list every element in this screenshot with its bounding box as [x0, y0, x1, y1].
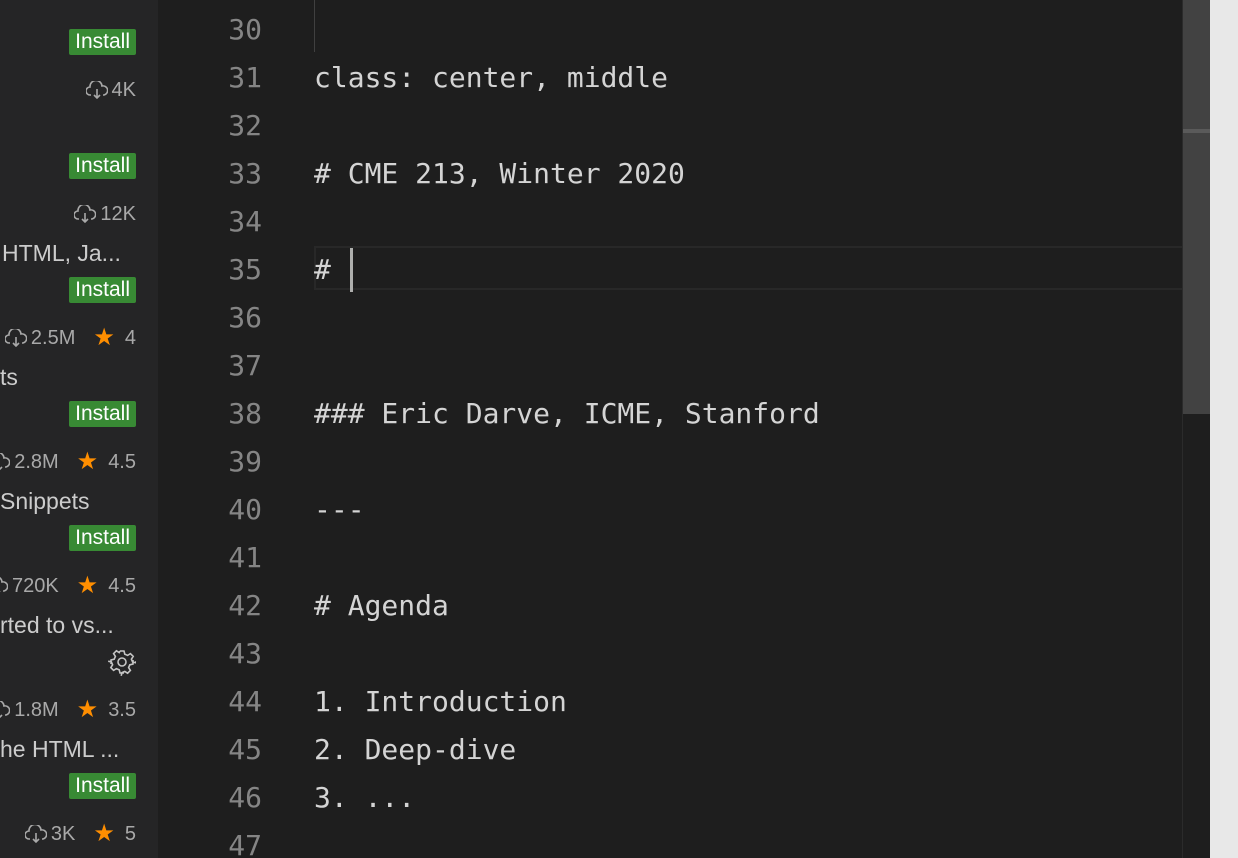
download-count: 12K	[100, 202, 136, 225]
current-line-highlight	[314, 246, 1208, 290]
install-button[interactable]: Install	[69, 29, 136, 55]
extension-item-6-stats: 3K ★ 5	[24, 820, 136, 847]
line-number: 39	[228, 445, 262, 478]
line-number: 42	[228, 589, 262, 622]
code-line[interactable]: 3. ...	[314, 781, 416, 814]
cloud-download-icon	[85, 81, 108, 99]
line-number: 34	[228, 205, 262, 238]
cloud-download-icon	[24, 825, 47, 843]
rating-value: 5	[124, 822, 136, 845]
extension-item-6-description: he HTML ...	[0, 736, 120, 762]
download-count: 3K	[50, 822, 76, 845]
code-line-active[interactable]: #	[314, 253, 348, 286]
gear-icon[interactable]	[108, 648, 136, 676]
cloud-download-icon	[4, 329, 27, 347]
scrollbar-thumb[interactable]	[1183, 0, 1210, 414]
cloud-download-icon	[0, 577, 8, 593]
download-count: 4K	[111, 78, 136, 101]
cloud-download-icon	[74, 205, 97, 223]
code-line[interactable]: ### Eric Darve, ICME, Stanford	[314, 397, 820, 430]
extension-item-3-actions: Install	[69, 401, 136, 427]
download-count: 1.8M	[14, 698, 59, 721]
extension-item-1-actions: Install	[69, 153, 136, 179]
install-button[interactable]: Install	[69, 525, 136, 551]
line-number: 37	[228, 349, 262, 382]
cloud-download-icon	[0, 453, 11, 471]
line-number: 31	[228, 61, 262, 94]
install-button[interactable]: Install	[69, 773, 136, 799]
text-cursor	[350, 248, 353, 292]
star-icon: ★	[93, 324, 115, 351]
code-line[interactable]: 1. Introduction	[314, 685, 567, 718]
line-number: 30	[228, 13, 262, 46]
line-number: 33	[228, 157, 262, 190]
code-line[interactable]: class: center, middle	[314, 61, 669, 94]
install-button[interactable]: Install	[69, 277, 136, 303]
extension-item-4-stats: 720K ★ 4.5	[0, 573, 136, 599]
extension-item-1-stats: 12K	[74, 201, 136, 227]
install-button[interactable]: Install	[69, 153, 136, 179]
extension-item-6-actions: Install	[69, 773, 136, 799]
line-number: 41	[228, 541, 262, 574]
code-editor[interactable]: 30 31 32 33 34 35 36 37 38 39 40 41 42 4…	[158, 0, 1208, 858]
extension-item-5-description: rted to vs...	[0, 612, 114, 638]
install-button[interactable]: Install	[69, 401, 136, 427]
download-count: 2.8M	[14, 450, 59, 473]
extension-item-0-actions: Install	[69, 29, 136, 55]
line-number: 45	[228, 733, 262, 766]
download-count: 2.5M	[30, 326, 76, 349]
extension-item-2-stats: 2.5M ★ 4	[4, 324, 136, 351]
star-icon: ★	[76, 448, 99, 475]
line-number: 36	[228, 301, 262, 334]
rating-value: 4.5	[108, 450, 136, 473]
extension-item-4-description: Snippets	[0, 488, 90, 514]
star-icon: ★	[93, 820, 115, 847]
code-line[interactable]: # CME 213, Winter 2020	[314, 157, 685, 190]
line-number: 32	[228, 109, 262, 142]
line-number: 46	[228, 781, 262, 814]
indent-guide	[314, 0, 315, 52]
extension-item-0-stats: 4K	[85, 77, 136, 103]
line-number: 40	[228, 493, 262, 526]
line-number: 35	[228, 253, 262, 286]
line-number: 43	[228, 637, 262, 670]
rating-value: 4.5	[108, 574, 136, 597]
extension-item-3-description: ts	[0, 364, 18, 390]
extensions-sidebar: Install 4K Install 12K HTML, Ja... Insta…	[0, 0, 158, 858]
star-icon: ★	[76, 572, 99, 599]
extension-item-5-actions	[108, 648, 136, 676]
download-count: 720K	[11, 574, 59, 597]
rating-value: 4	[124, 326, 136, 349]
code-line[interactable]: # Agenda	[314, 589, 449, 622]
extension-item-5-stats: 1.8M ★ 3.5	[0, 697, 136, 723]
cloud-download-icon	[0, 701, 11, 719]
extension-item-4-actions: Install	[69, 525, 136, 551]
extension-item-2-actions: Install	[69, 277, 136, 303]
window-edge	[1210, 0, 1238, 858]
extension-item-2-description: HTML, Ja...	[2, 240, 121, 266]
star-icon: ★	[76, 696, 99, 723]
code-line[interactable]: 2. Deep-dive	[314, 733, 517, 766]
rating-value: 3.5	[108, 698, 136, 721]
code-line[interactable]: ---	[314, 493, 365, 526]
line-number: 38	[228, 397, 262, 430]
scrollbar-cursor-marker	[1183, 129, 1210, 133]
extension-item-3-stats: 2.8M ★ 4.5	[0, 449, 136, 475]
line-number: 44	[228, 685, 262, 718]
line-number: 47	[228, 829, 262, 858]
